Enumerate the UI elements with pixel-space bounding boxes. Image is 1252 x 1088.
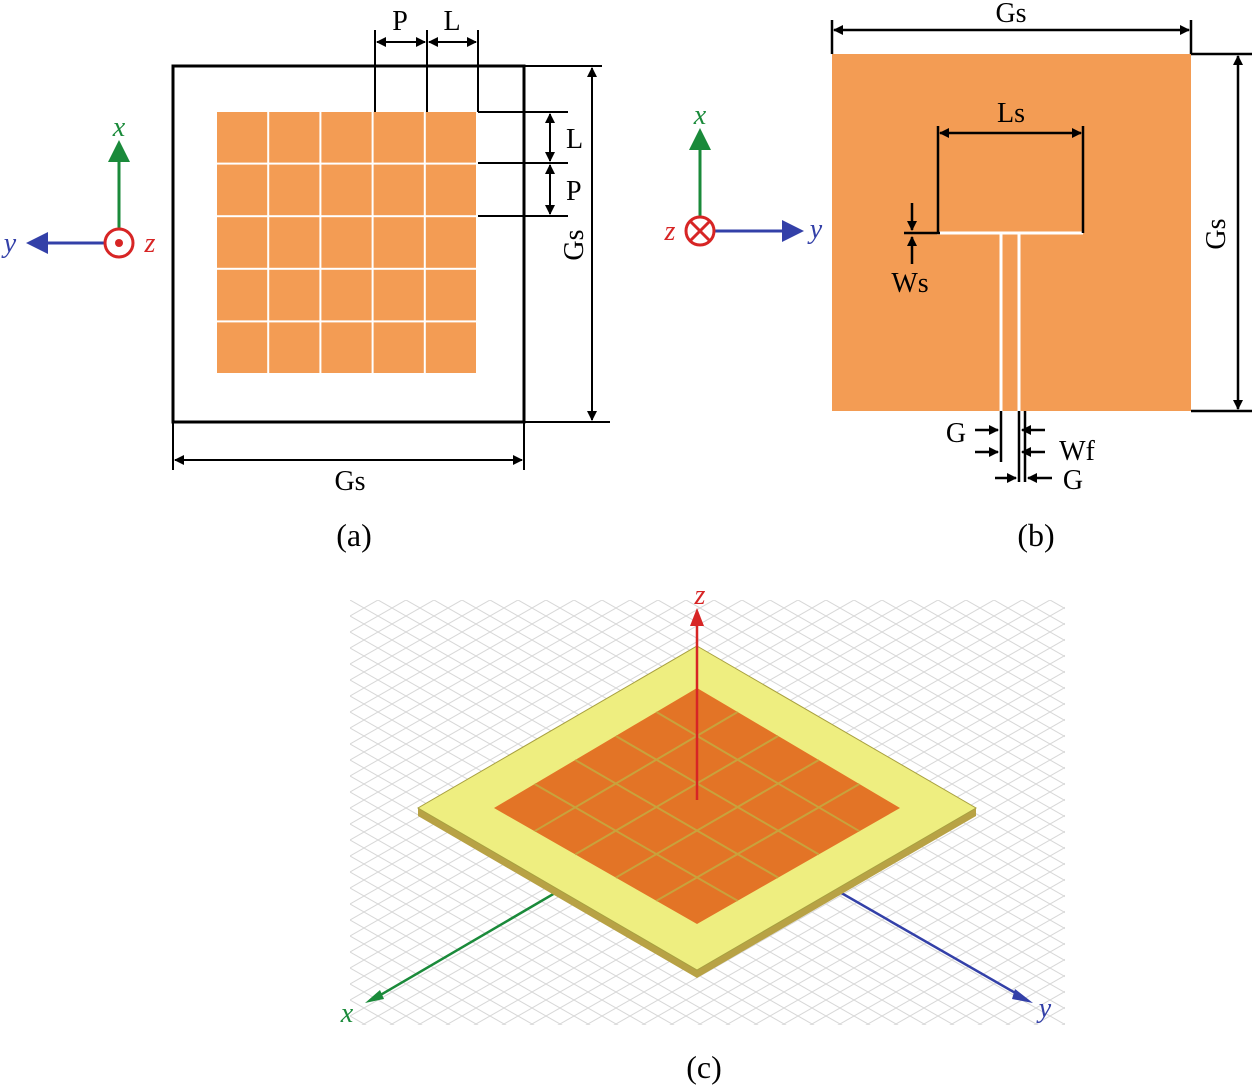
dim-label-gs-side: Gs [559,229,590,260]
patch-cell [217,269,268,321]
patch-cell [269,112,320,163]
patch-grid-a [217,112,476,373]
patch-cell [269,269,320,321]
axis-label-z-b: z [664,216,676,247]
axis-label-z-c: z [694,580,706,611]
patch-cell [373,322,424,373]
dim-label-ls: Ls [997,98,1025,129]
axis-label-y-c: y [1036,993,1052,1024]
axis-label-y-a: y [1,228,17,259]
dim-label-ws: Ws [891,268,928,299]
t-slot-b [937,231,1083,411]
patch-cell [373,164,424,216]
patch-gap-line [534,711,739,833]
patch-cell [321,217,372,268]
patch-cell [425,164,476,216]
axes-b: x y z [664,100,823,247]
patch-cell [269,164,320,216]
dim-label-l: L [443,6,460,37]
patch-cell [373,269,424,321]
dim-label-p-side: P [566,176,582,207]
cross-into-page-icon [684,215,716,247]
dim-label-wf: Wf [1059,436,1095,467]
patch-gap-line [655,711,860,833]
dim-label-p: P [392,6,408,37]
patch-gap-line [574,759,779,879]
patch-grid-lines-c [534,711,860,902]
patch-cell [217,164,268,216]
patch-gap-line [655,783,860,902]
patch-cell [425,322,476,373]
caption-b: (b) [1017,517,1054,553]
patch-cell [269,322,320,373]
patch-gap-line [615,759,820,879]
patch-cell [217,217,268,268]
axis-label-x-b: x [693,100,707,131]
patch-gap-line [534,783,739,902]
panel-a: P L L P Gs Gs x y z (a) [1,6,610,553]
panel-c: z x y (c) [340,580,1065,1085]
patch-cell [269,217,320,268]
patch-gap-line [574,735,779,856]
axis-label-x-c: x [340,998,354,1029]
axis-label-z-a: z [144,228,156,259]
dimension-arrows-a [174,37,597,465]
dimension-lines-b [830,20,1252,483]
patch-cell [425,269,476,321]
patch-cell [321,112,372,163]
patch-cell [217,322,268,373]
patch-cell [425,112,476,163]
caption-a: (a) [336,517,372,553]
patch-cell [321,322,372,373]
dim-label-l-side: L [566,124,583,155]
panel-b: Gs Gs Ls Ws G Wf G x y z (b) [664,0,1252,553]
patch-array-c [494,688,900,924]
axis-label-x-a: x [112,112,126,143]
dim-label-gs-bottom: Gs [334,466,365,497]
patch-cell [373,217,424,268]
patch-cell [217,112,268,163]
dim-label-gs-top-b: Gs [995,0,1026,29]
dim-label-g-left: G [946,418,966,449]
patch-cell [425,217,476,268]
dim-label-gs-side-b: Gs [1201,218,1232,249]
axes-a: x y z [1,112,156,259]
caption-c: (c) [686,1049,722,1085]
patch-cell [321,269,372,321]
axis-label-y-b: y [807,214,823,245]
patch-cell [321,164,372,216]
patch-cell [373,112,424,163]
patch-gap-line [615,735,820,856]
extension-lines-a [172,30,610,470]
dim-label-g-right: G [1063,465,1083,496]
